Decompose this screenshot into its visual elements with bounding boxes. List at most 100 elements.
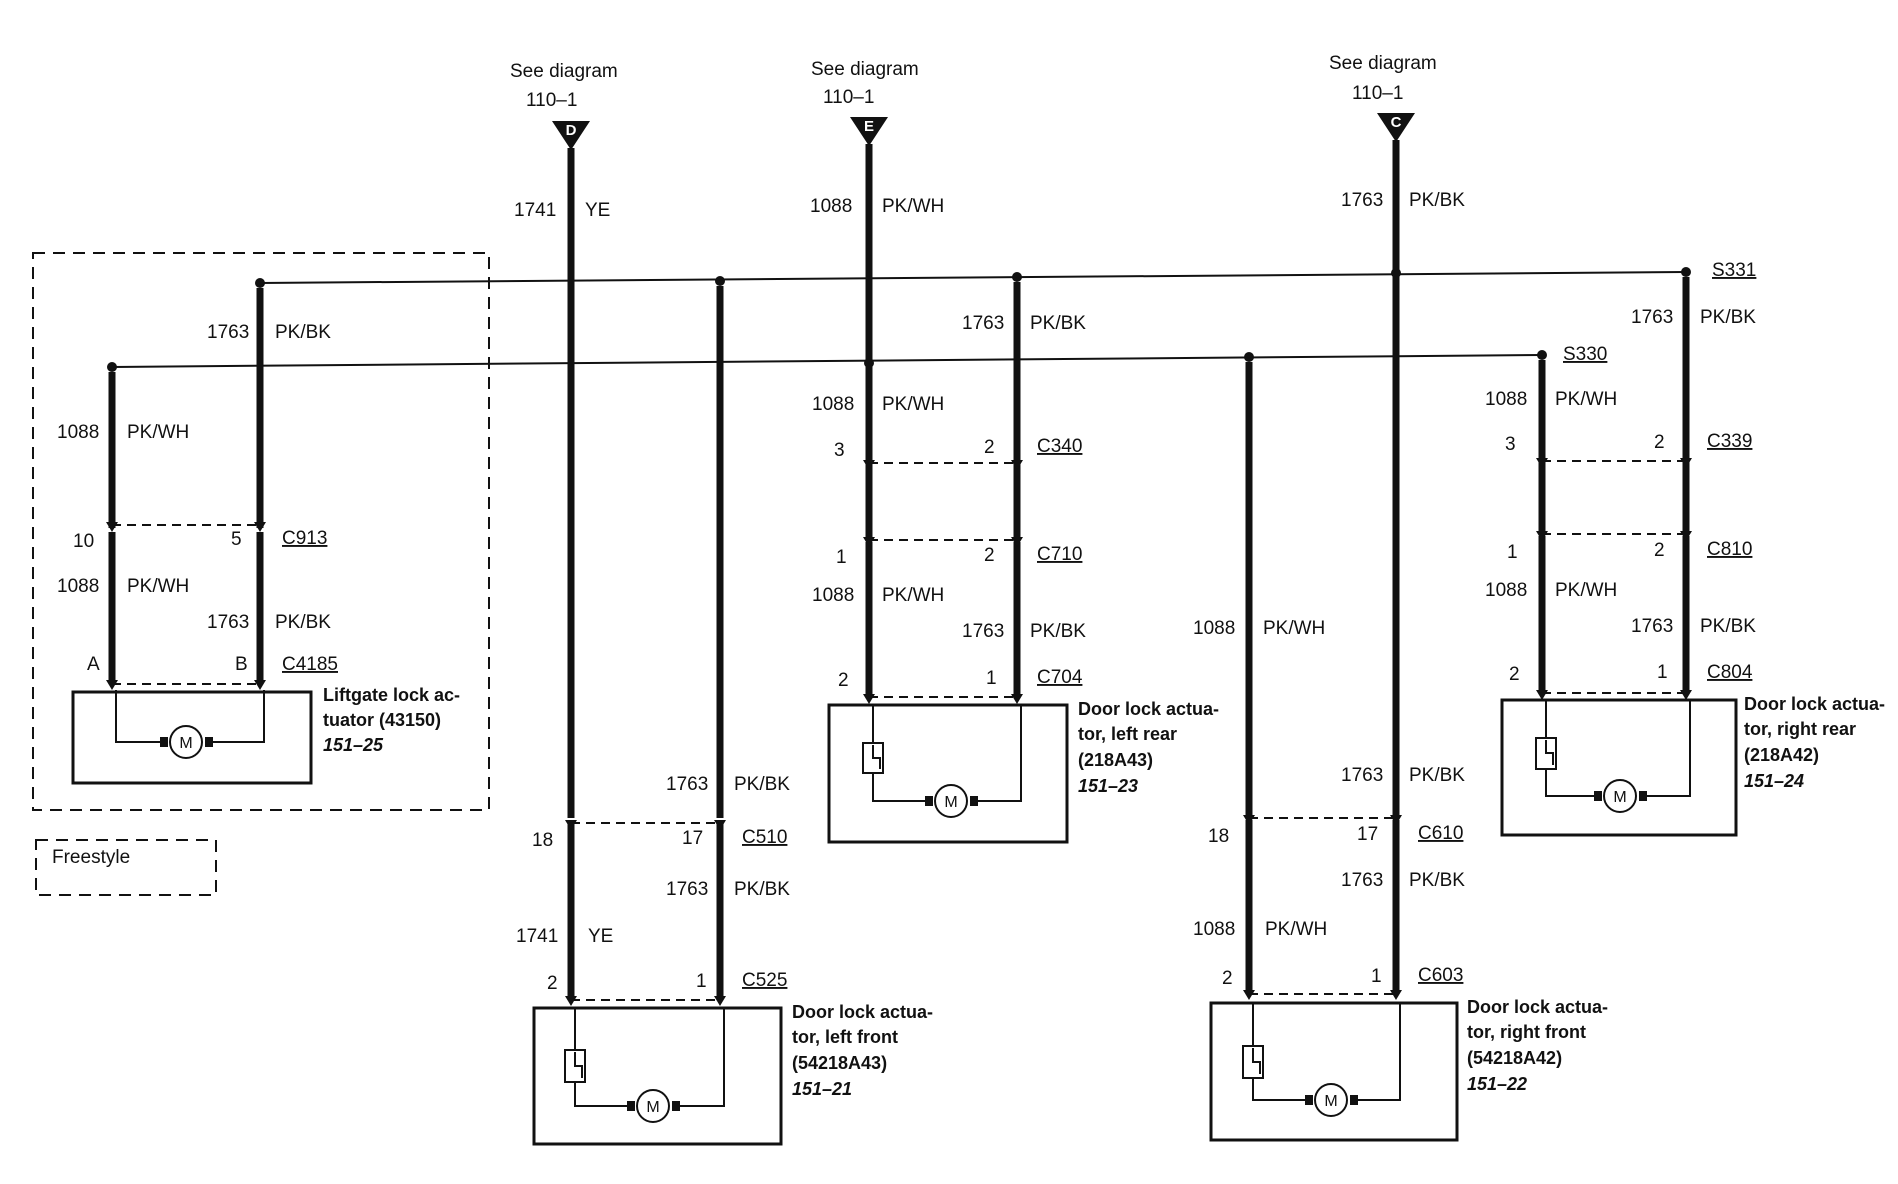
- ref-d-num: 110–1: [526, 90, 577, 111]
- component-ref: 151–23: [1078, 776, 1138, 796]
- component-ref: 151–25: [323, 735, 384, 755]
- pin-number: 3: [1505, 434, 1516, 455]
- connector-c510: C510: [742, 827, 787, 848]
- wire-color: YE: [588, 926, 613, 947]
- component-name: Door lock actua-: [792, 1002, 933, 1022]
- pin-number: 2: [984, 545, 995, 566]
- ref-c-num: 110–1: [1352, 83, 1403, 104]
- splice-s331: S331: [1712, 260, 1756, 281]
- wire-circuit: 1763: [1341, 190, 1383, 211]
- wire-color: PK/WH: [882, 585, 944, 606]
- splice-s330: S330: [1563, 344, 1607, 365]
- component-boxes: [71, 690, 1738, 1146]
- connector-c603: C603: [1418, 965, 1463, 986]
- ref-c-see: See diagram: [1329, 53, 1437, 74]
- component-name: Door lock actua-: [1467, 997, 1608, 1017]
- ref-e-see: See diagram: [811, 59, 919, 80]
- wire-color: PK/BK: [1700, 616, 1756, 637]
- wire-color: PK/BK: [1030, 313, 1086, 334]
- component-ref: 151–24: [1744, 771, 1804, 791]
- motor-icon: [160, 725, 213, 759]
- pin-number: 1: [1657, 662, 1668, 683]
- wire-circuit: 1741: [516, 926, 558, 947]
- connector-c913: C913: [282, 528, 327, 549]
- wire-circuit: 1763: [1631, 616, 1673, 637]
- motor-label: M: [646, 1099, 659, 1116]
- component-id: (218A42): [1744, 745, 1819, 765]
- wire-color: PK/BK: [734, 774, 790, 795]
- lock-switch-icon: [862, 742, 884, 774]
- wire-color: PK/WH: [1263, 618, 1325, 639]
- pin-number: 1: [986, 668, 997, 689]
- ref-e-num: 110–1: [823, 87, 874, 108]
- thick-wires: [108, 140, 1690, 996]
- component-right-rear-label: Door lock actua- tor, right rear (218A42…: [1744, 694, 1885, 791]
- component-left-rear-label: Door lock actua- tor, left rear (218A43)…: [1078, 699, 1219, 796]
- pin-letter: B: [235, 654, 248, 675]
- component-name: tuator (43150): [323, 710, 441, 730]
- wire-circuit: 1741: [514, 200, 556, 221]
- pin-letter: A: [87, 654, 100, 675]
- motor-icon: [925, 784, 978, 818]
- pin-number: 1: [1371, 966, 1382, 987]
- wire-color: YE: [585, 200, 610, 221]
- pin-number: 2: [838, 670, 849, 691]
- lock-switch-icon: [1535, 737, 1557, 770]
- wire-color: PK/WH: [127, 422, 189, 443]
- connector-c610: C610: [1418, 823, 1463, 844]
- pin-number: 18: [1208, 826, 1229, 847]
- wire-circuit: 1763: [1341, 765, 1383, 786]
- wire-color: PK/WH: [1265, 919, 1327, 940]
- wire-color: PK/BK: [1700, 307, 1756, 328]
- connector-c339: C339: [1707, 431, 1752, 452]
- connector-c810: C810: [1707, 539, 1752, 560]
- pin-number: 2: [1654, 432, 1665, 453]
- pin-number: 1: [836, 547, 847, 568]
- pin-number: 5: [231, 529, 242, 550]
- wire-color: PK/WH: [882, 394, 944, 415]
- wire-circuit: 1088: [810, 196, 852, 217]
- wire-circuit: 1088: [57, 576, 99, 597]
- freestyle-region: [32, 252, 490, 896]
- bus-1763: [259, 271, 1687, 284]
- wire-color: PK/BK: [275, 612, 331, 633]
- wire-circuit: 1088: [1485, 580, 1527, 601]
- connector-c804: C804: [1707, 662, 1753, 683]
- freestyle-label: Freestyle: [52, 847, 130, 868]
- wire-color: PK/BK: [1409, 190, 1465, 211]
- motor-icon: [1305, 1083, 1358, 1117]
- wire-color: PK/BK: [1030, 621, 1086, 642]
- motor-icon: [1594, 779, 1647, 813]
- wire-circuit: 1088: [1485, 389, 1527, 410]
- wire-circuit: 1763: [1341, 870, 1383, 891]
- wire-color: PK/BK: [275, 322, 331, 343]
- component-right-front-label: Door lock actua- tor, right front (54218…: [1467, 997, 1608, 1094]
- wire-circuit: 1763: [962, 621, 1004, 642]
- pin-number: 10: [73, 531, 94, 552]
- wire-color: PK/BK: [734, 879, 790, 900]
- pin-number: 17: [682, 828, 703, 849]
- wire-circuit: 1088: [812, 585, 854, 606]
- connector-c525: C525: [742, 970, 787, 991]
- ref-letter-c: C: [1391, 114, 1402, 131]
- wire-circuit: 1763: [666, 774, 708, 795]
- pin-number: 2: [1509, 664, 1520, 685]
- wire-color: PK/WH: [882, 196, 944, 217]
- component-name: Liftgate lock ac-: [323, 685, 460, 705]
- motor-label: M: [1613, 789, 1626, 806]
- component-name: Door lock actua-: [1744, 694, 1885, 714]
- wire-circuit: 1088: [57, 422, 99, 443]
- pin-number: 1: [696, 971, 707, 992]
- wire-color: PK/BK: [1409, 870, 1465, 891]
- wire-circuit: 1763: [962, 313, 1004, 334]
- component-name: tor, right front: [1467, 1022, 1586, 1042]
- component-liftgate-label: Liftgate lock ac- tuator (43150) 151–25: [323, 685, 460, 755]
- pin-number: 2: [547, 973, 558, 994]
- ref-letter-e: E: [864, 118, 874, 135]
- component-name: tor, left rear: [1078, 724, 1177, 744]
- pin-number: 2: [1222, 968, 1233, 989]
- component-ref: 151–22: [1467, 1074, 1527, 1094]
- component-id: (54218A42): [1467, 1048, 1562, 1068]
- component-id: (218A43): [1078, 750, 1153, 770]
- wire-circuit: 1088: [1193, 618, 1235, 639]
